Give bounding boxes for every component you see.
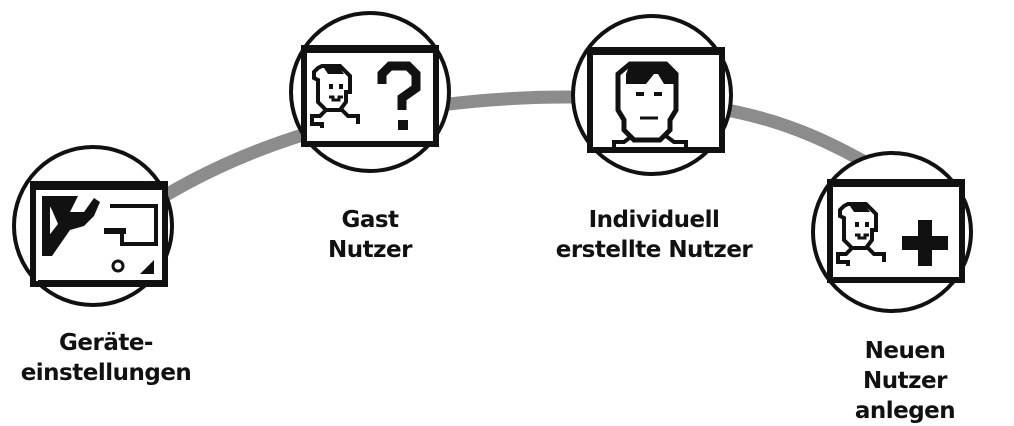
individual-user-icon [587, 47, 725, 153]
device-settings-label: Geräte- einstellungen [20, 330, 192, 386]
custom-user-label: Individuell erstellte Nutzer [555, 207, 753, 263]
guest-user-node[interactable] [289, 11, 451, 173]
guest-user-label: Gast Nutzer [328, 207, 412, 263]
guest-user-question-icon [301, 45, 439, 147]
device-settings-node[interactable] [12, 145, 174, 307]
custom-user-node[interactable] [571, 14, 733, 176]
wrench-settings-icon [30, 181, 168, 287]
new-user-node[interactable] [811, 151, 973, 313]
add-user-plus-icon [827, 179, 965, 283]
menu-diagram [12, 11, 973, 313]
new-user-label: Neuen Nutzer anlegen [854, 338, 956, 424]
